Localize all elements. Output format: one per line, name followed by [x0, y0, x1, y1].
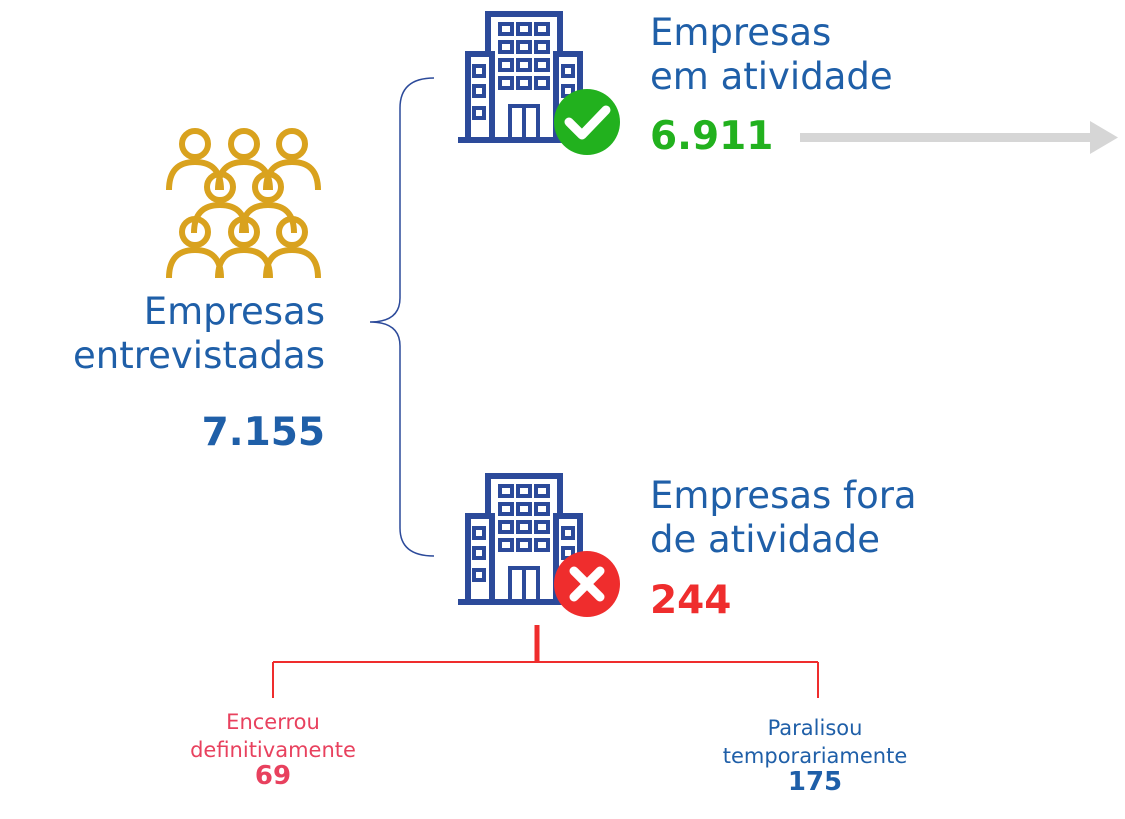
active-label-line1: Empresas: [650, 11, 832, 54]
people-group-icon: [169, 131, 318, 278]
closed-label-line2: definitivamente: [190, 738, 356, 762]
active-label-line2: em atividade: [650, 55, 893, 98]
paused-label-line2: temporariamente: [722, 744, 908, 768]
x-circle-icon: [554, 551, 620, 617]
paused-label-line1: Paralisou: [767, 716, 863, 740]
closed-count: 69: [254, 761, 292, 791]
closed-label: Encerrou definitivamente: [153, 708, 393, 764]
inactive-label-line2: de atividade: [650, 518, 881, 561]
interviewed-count: 7.155: [201, 410, 325, 455]
active-label: Empresas em atividade: [650, 11, 893, 99]
right-arrow-icon: [800, 121, 1118, 154]
interviewed-label: Empresas entrevistadas: [73, 290, 325, 378]
active-count: 6.911: [650, 114, 774, 159]
interviewed-label-line1: Empresas: [143, 290, 325, 333]
inactive-label-line1: Empresas fora: [650, 474, 917, 517]
paused-label: Paralisou temporariamente: [695, 714, 935, 770]
brace: [369, 77, 435, 557]
paused-count: 175: [787, 767, 843, 797]
interviewed-label-line2: entrevistadas: [73, 334, 325, 377]
inactive-label: Empresas fora de atividade: [650, 474, 917, 562]
closed-label-line1: Encerrou: [226, 710, 320, 734]
split-connector: [272, 625, 819, 698]
inactive-count: 244: [650, 578, 732, 623]
check-circle-icon: [554, 89, 620, 155]
